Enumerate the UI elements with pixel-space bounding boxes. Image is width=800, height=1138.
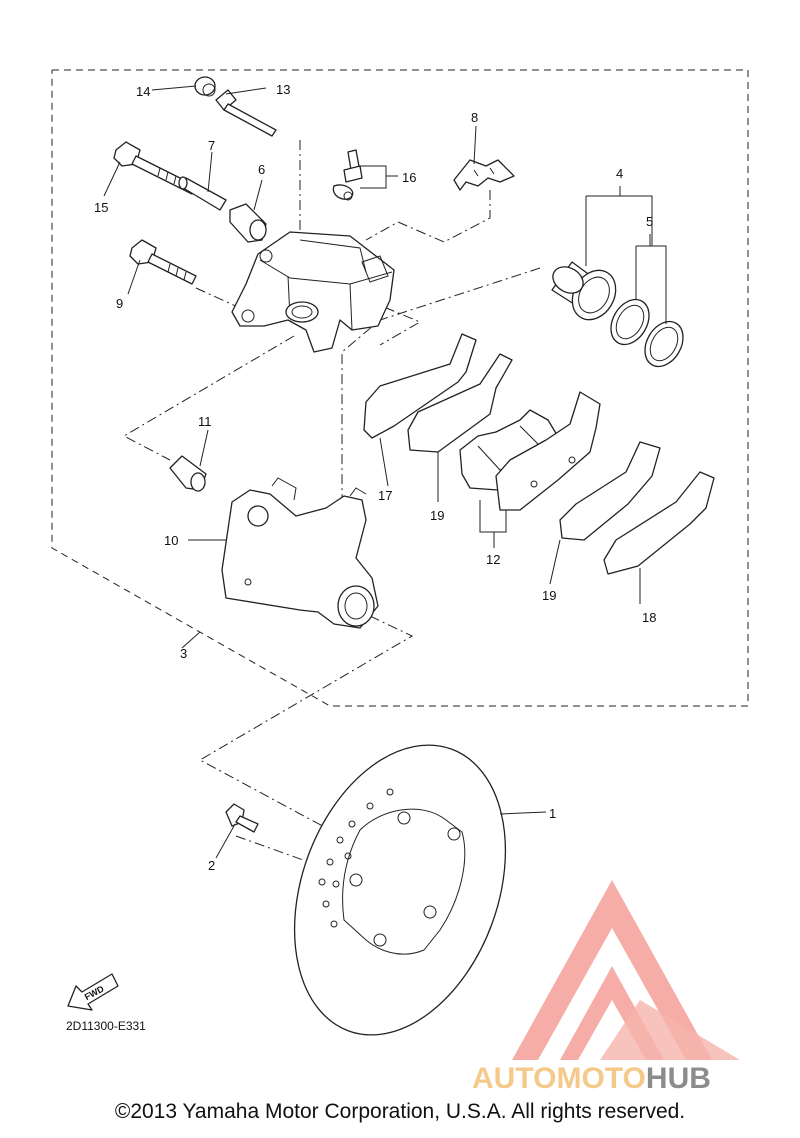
callout-labels: 1 2 3 4 5 6 7 8 9 10 11 12 13 14 15 16 1… [94,82,656,873]
part-12-pad-b [495,391,601,511]
leader-lines [103,85,667,859]
disc-holes [318,788,394,928]
callout-15: 15 [94,200,108,215]
part-18-shim [603,471,715,575]
part-19a-insulator [407,353,513,453]
watermark-brand-part2: HUB [646,1062,711,1095]
callout-4: 4 [616,166,623,181]
callout-9: 9 [116,296,123,311]
callout-2: 2 [208,858,215,873]
callout-3: 3 [180,646,187,661]
fwd-arrow-icon: FWD [67,973,119,1011]
caliper-assembly-boundary [51,69,749,707]
part-4-piston [551,261,617,321]
diagram-code: 2D11300-E331 [66,1019,146,1033]
part-5-seals [610,298,684,368]
callout-8: 8 [471,110,478,125]
caliper-body [231,231,395,353]
part-1-disc [293,744,507,1036]
callout-19a: 19 [430,508,444,523]
part-14-cap [194,76,216,97]
part-10-bracket [221,477,379,629]
part-7-pin [178,176,227,211]
callout-12: 12 [486,552,500,567]
watermark-logo-icon [512,880,740,1060]
part-16-bleeder [332,149,363,201]
part-17-shim [363,333,477,439]
part-12-pad-c [559,441,661,541]
callout-13: 13 [276,82,290,97]
part-6-boot [229,203,267,243]
part-11-boot [169,455,207,492]
copyright-notice: ©2013 Yamaha Motor Corporation, U.S.A. A… [114,1100,686,1123]
callout-11: 11 [198,414,212,429]
part-9-bolt [129,239,197,285]
callout-6: 6 [258,162,265,177]
callout-5: 5 [646,214,653,229]
part-8-spring-plate [453,159,515,191]
callout-18: 18 [642,610,656,625]
callout-14: 14 [136,84,150,99]
callout-19b: 19 [542,588,556,603]
part-13-pin [215,89,277,137]
callout-16: 16 [402,170,416,185]
watermark-brand-text: AUTOMOTOHUB [472,1062,711,1095]
callout-1: 1 [549,806,556,821]
part-2-bolt [225,803,259,833]
callout-17: 17 [378,488,392,503]
callout-7: 7 [208,138,215,153]
watermark-brand-part1: AUTOMOTO [472,1062,646,1095]
callout-10: 10 [164,533,178,548]
